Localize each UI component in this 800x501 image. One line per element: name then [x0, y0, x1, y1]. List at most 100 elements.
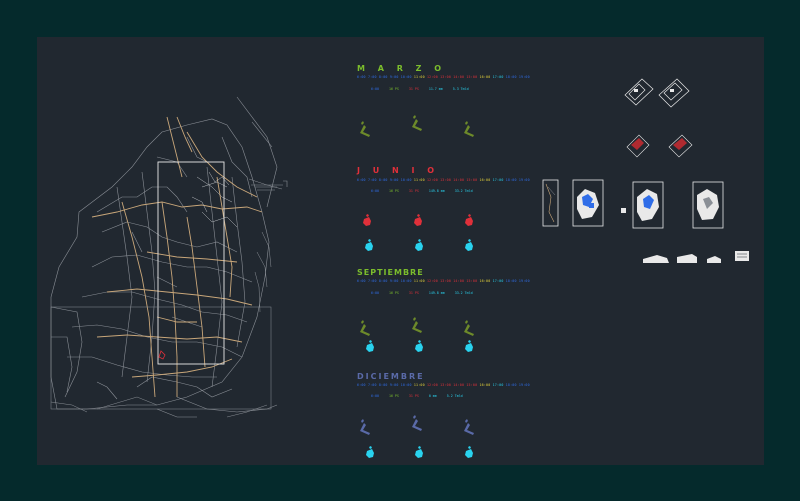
- hour-label: 6:00: [357, 383, 366, 387]
- section-title-septiembre: SEPTIEMBRE: [357, 268, 424, 277]
- elevation-details: [737, 253, 747, 258]
- hour-label: 7:00: [367, 383, 377, 387]
- hour-label: 16:00: [479, 178, 491, 182]
- hour-label: 14:00: [453, 75, 465, 79]
- hour-label: 10:00: [400, 75, 412, 79]
- info-value: 0 mm: [428, 394, 437, 398]
- hour-label: 15:00: [466, 178, 478, 182]
- hour-label: 9:00: [389, 178, 399, 182]
- hour-label: 8:00: [378, 178, 388, 182]
- info-value: 33.2 Tmld: [454, 189, 473, 193]
- hour-label: 13:00: [440, 75, 452, 79]
- hour-label: 17:00: [492, 75, 504, 79]
- info-row-marzo: 6:00 16 PS 31 PS 11.7 mm 5.3 Tmld: [371, 87, 479, 91]
- hour-label: 11:00: [413, 178, 425, 182]
- hour-label: 12:00: [427, 279, 438, 283]
- info-row-diciembre: 6:00 16 PS 31 PS 0 mm 5.2 Tmld: [371, 394, 473, 398]
- sheet-frames: [542, 179, 724, 229]
- red-site-plan-fill: [631, 138, 687, 150]
- hour-label: 8:00: [378, 383, 388, 387]
- site-marker: [158, 350, 166, 360]
- info-value: 6:00: [371, 189, 379, 193]
- small-elevations: [643, 251, 749, 263]
- info-value: 16 PS: [388, 189, 399, 193]
- map-scale-bar: [251, 180, 288, 191]
- hour-label: 19:00: [518, 75, 530, 79]
- hour-label: 6:00: [357, 279, 366, 283]
- hour-label: 13:00: [440, 178, 452, 182]
- hour-label: 7:00: [367, 75, 377, 79]
- hour-label: 16:00: [479, 75, 491, 79]
- hour-label: 18:00: [505, 383, 517, 387]
- hour-label: 15:00: [466, 383, 478, 387]
- rotated-site-plans: [624, 78, 690, 108]
- hour-label: 11:00: [413, 383, 425, 387]
- hour-label: 15:00: [466, 75, 478, 79]
- hour-label: 17:00: [492, 279, 504, 283]
- hour-label: 19:00: [518, 279, 530, 283]
- hour-label: 16:00: [479, 383, 491, 387]
- info-value: 31 PS: [408, 87, 419, 91]
- site-details: [542, 78, 749, 263]
- hour-label: 16:00: [479, 279, 491, 283]
- hour-label: 9:00: [389, 383, 399, 387]
- info-value: 6:00: [371, 394, 379, 398]
- info-value: 6:00: [371, 87, 379, 91]
- hour-label: 12:00: [427, 383, 438, 387]
- hour-label: 14:00: [453, 178, 465, 182]
- info-value: 11.7 mm: [428, 87, 443, 91]
- hour-label: 7:00: [367, 178, 377, 182]
- info-value: 31 PS: [408, 291, 419, 295]
- info-value: 16 PS: [388, 87, 399, 91]
- hour-label: 17:00: [492, 178, 504, 182]
- info-value: 31 PS: [408, 189, 419, 193]
- main-roads: [91, 116, 263, 398]
- hour-label: 13:00: [440, 279, 452, 283]
- sheet-contents: [545, 183, 719, 223]
- hour-label: 19:00: [518, 383, 530, 387]
- hour-label: 11:00: [413, 279, 425, 283]
- hour-label: 15:00: [466, 279, 478, 283]
- hour-label: 6:00: [357, 75, 366, 79]
- info-value: 33.2 Tmld: [454, 291, 473, 295]
- hour-label: 14:00: [453, 279, 465, 283]
- hour-label: 12:00: [427, 178, 438, 182]
- info-value: 16 PS: [388, 394, 399, 398]
- info-value: 149.8 mm: [428, 189, 445, 193]
- hour-label: 18:00: [505, 75, 517, 79]
- hour-label: 8:00: [378, 279, 388, 283]
- hour-label: 14:00: [453, 383, 465, 387]
- hour-label: 6:00: [357, 178, 366, 182]
- info-value: 5.3 Tmld: [452, 87, 469, 91]
- city-map: [50, 96, 288, 418]
- info-value: 31 PS: [408, 394, 419, 398]
- section-title-junio: J U N I O: [357, 166, 440, 175]
- section-title-diciembre: DICIEMBRE: [357, 372, 425, 381]
- hour-label: 10:00: [400, 383, 412, 387]
- study-area-frame: [157, 161, 225, 365]
- hour-label: 17:00: [492, 383, 504, 387]
- hour-label: 8:00: [378, 75, 388, 79]
- hour-label: 10:00: [400, 178, 412, 182]
- hour-label: 9:00: [389, 279, 399, 283]
- info-row-junio: 6:00 16 PS 31 PS 149.8 mm 33.2 Tmld: [371, 189, 483, 193]
- hour-label: 18:00: [505, 178, 517, 182]
- hour-label: 10:00: [400, 279, 412, 283]
- hour-label: 13:00: [440, 383, 452, 387]
- info-value: 5.2 Tmld: [446, 394, 463, 398]
- info-value: 149.8 mm: [428, 291, 445, 295]
- hour-label: 9:00: [389, 75, 399, 79]
- red-site-plans: [626, 134, 693, 158]
- hour-label: 19:00: [518, 178, 530, 182]
- info-value: 16 PS: [388, 291, 399, 295]
- hour-label: 7:00: [367, 279, 377, 283]
- rotated-site-plan-details: [634, 89, 674, 92]
- hour-label: 12:00: [427, 75, 438, 79]
- hour-label: 18:00: [505, 279, 517, 283]
